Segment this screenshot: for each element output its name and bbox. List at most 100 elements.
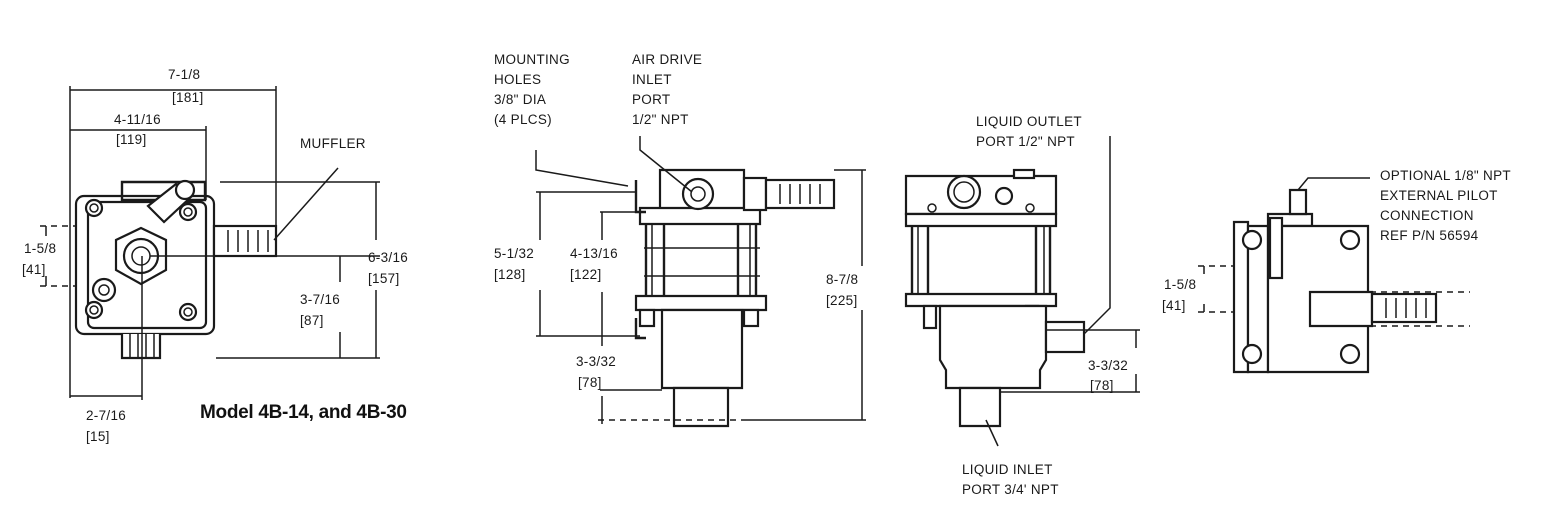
- plan-bottom-fitting-ribs: [129, 334, 155, 358]
- side-tie-rods: [910, 226, 1052, 298]
- front-lower-plate: [634, 294, 768, 312]
- end-pilot-fitting: [1288, 188, 1308, 216]
- liquid-inlet-label: PORT 3/4' NPT: [962, 482, 1059, 497]
- dim-225-label: [225]: [826, 293, 858, 308]
- front-pump-body: [660, 308, 744, 390]
- liquid-inlet-label: LIQUID INLET: [962, 462, 1053, 477]
- plan-small-port: [91, 277, 117, 303]
- dim-119-label: [119]: [116, 132, 147, 147]
- view-3-side: LIQUID OUTLET PORT 1/2" NPT 3-3/32 [78] …: [904, 114, 1140, 497]
- end-bolt-icon: [1241, 229, 1263, 251]
- dim-7-1-8-label: 7-1/8: [168, 67, 200, 82]
- side-dim-extension: [1000, 329, 1140, 393]
- liquid-outlet-label: PORT 1/2" NPT: [976, 134, 1075, 149]
- plan-bolt-icon: [84, 198, 104, 218]
- mounting-holes-label: (4 PLCS): [494, 112, 552, 127]
- air-drive-label: INLET: [632, 72, 672, 87]
- plan-muffler-icon: [212, 224, 278, 258]
- end-center-dash: [1370, 291, 1470, 327]
- front-dim-extension: [536, 191, 662, 391]
- view-2-front: MOUNTING HOLES 3/8" DIA (4 PLCS) AIR DRI…: [494, 52, 866, 428]
- dim-8-7-8-label: 8-7/8: [826, 272, 858, 287]
- dim-2-7-16-label: 2-7/16: [86, 408, 126, 423]
- side-top-cap: [1012, 168, 1036, 180]
- front-top-plate: [638, 206, 762, 226]
- end-center-port: [1308, 290, 1374, 328]
- front-dim-right-extension: [744, 169, 866, 421]
- plan-bolt-center-icon: [89, 305, 99, 315]
- mounting-holes-label: MOUNTING: [494, 52, 570, 67]
- front-muffler-fins: [779, 184, 821, 204]
- plan-top-block: [120, 180, 207, 202]
- model-title: Model 4B-14, and 4B-30: [200, 402, 407, 423]
- dim-87-label: [87]: [300, 313, 324, 328]
- dim-1-5-8-label: 1-5/8: [1164, 277, 1196, 292]
- muffler-label: MUFFLER: [300, 136, 366, 151]
- pilot-label: REF P/N 56594: [1380, 228, 1479, 243]
- plan-bolt-center-icon: [183, 307, 193, 317]
- dim-78-label: [78]: [578, 375, 602, 390]
- air-drive-label: 1/2" NPT: [632, 112, 689, 127]
- plan-bottom-fitting: [120, 334, 162, 360]
- end-muffler-fins: [1385, 298, 1427, 318]
- mounting-holes-label: 3/8" DIA: [494, 92, 546, 107]
- side-bolt-icon: [1025, 203, 1035, 213]
- dim-4-11-16-label: 4-11/16: [114, 112, 161, 127]
- liquid-outlet-label: LIQUID OUTLET: [976, 114, 1082, 129]
- plan-dim-4-11-16-line: [70, 126, 207, 200]
- dim-78-label: [78]: [1090, 378, 1114, 393]
- view-1-plan: MUFFLER 7-1/8 [181] 4-11/16 [119] 1-5/8 …: [22, 67, 408, 444]
- dim-6-3-16-label: 6-3/16: [368, 250, 408, 265]
- plan-muffler-fins: [227, 230, 269, 252]
- dim-4-13-16-label: 4-13/16: [570, 246, 618, 261]
- dim-128-label: [128]: [494, 267, 526, 282]
- mounting-holes-leader: [535, 150, 629, 187]
- dim-122-label: [122]: [570, 267, 602, 282]
- plan-dim-extension: [69, 86, 277, 398]
- liquid-outlet-leader: [1083, 136, 1111, 335]
- front-tie-rods: [644, 224, 758, 306]
- plan-bolt-center-icon: [89, 203, 99, 213]
- front-air-inlet-inner: [690, 186, 706, 202]
- side-bolt-icon: [927, 203, 937, 213]
- side-cylinder-walls: [917, 226, 1045, 298]
- plan-small-port-inner: [98, 284, 110, 296]
- front-cylinder-bands: [644, 247, 760, 277]
- pilot-label: OPTIONAL 1/8" NPT: [1380, 168, 1511, 183]
- front-lower-bracket: [634, 318, 646, 340]
- plan-dim-2-7-16-line: [70, 256, 143, 400]
- plan-bolt-icon: [178, 302, 198, 322]
- front-nut-icon: [742, 308, 760, 328]
- side-top-plate: [904, 212, 1058, 228]
- plan-bolt-center-icon: [183, 207, 193, 217]
- front-side-block: [742, 176, 768, 212]
- side-port-icon: [946, 174, 982, 210]
- dim-181-label: [181]: [172, 90, 204, 105]
- mounting-holes-label: HOLES: [494, 72, 541, 87]
- side-lower-plate: [904, 292, 1058, 308]
- side-port-inner: [953, 181, 975, 203]
- side-small-port: [994, 186, 1014, 206]
- end-bolt-icon: [1339, 229, 1361, 251]
- side-liquid-inlet-port: [958, 386, 1002, 428]
- front-cylinder-walls: [651, 224, 751, 306]
- pilot-leader: [1297, 177, 1370, 191]
- side-liquid-outlet-port: [1044, 320, 1086, 354]
- dim-15-label: [15]: [86, 429, 110, 444]
- dim-41-label: [41]: [22, 262, 46, 277]
- air-drive-label: AIR DRIVE: [632, 52, 702, 67]
- dim-157-label: [157]: [368, 271, 400, 286]
- plan-dim-right-extension: [150, 181, 380, 359]
- plan-muffler-leader: [273, 167, 339, 241]
- air-drive-leader: [639, 136, 693, 193]
- side-pump-body: [938, 304, 1048, 390]
- dim-1-5-8-label: 1-5/8: [24, 241, 56, 256]
- end-bolt-icon: [1339, 343, 1361, 365]
- front-nut-icon: [638, 308, 656, 328]
- view-4-end: OPTIONAL 1/8" NPT EXTERNAL PILOT CONNECT…: [1162, 168, 1511, 374]
- air-drive-label: PORT: [632, 92, 670, 107]
- dim-5-1-32-label: 5-1/32: [494, 246, 534, 261]
- plan-bolt-icon: [178, 202, 198, 222]
- plan-bolt-icon: [84, 300, 104, 320]
